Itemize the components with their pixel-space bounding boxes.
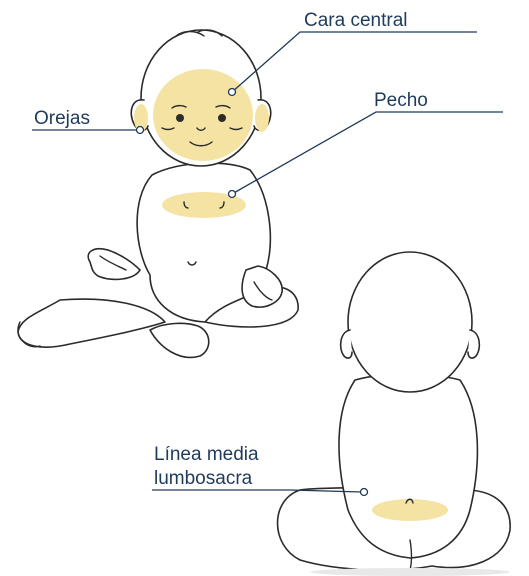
baby-back-figure [276, 251, 511, 576]
baby-face [161, 104, 243, 209]
label-linea-media: Línea media [154, 444, 259, 465]
label-orejas: Orejas [34, 108, 90, 129]
label-cara-central: Cara central [304, 10, 408, 31]
label-pecho: Pecho [374, 90, 428, 111]
right-ear-highlight [255, 104, 269, 132]
baby-front-figure [17, 29, 299, 359]
lumbosacral-highlight [372, 499, 448, 521]
leader-lines [32, 31, 503, 497]
face-highlight [153, 69, 253, 161]
left-ear-highlight [134, 104, 148, 132]
label-lumbosacra: lumbosacra [154, 468, 253, 489]
chest-highlight [162, 192, 246, 218]
